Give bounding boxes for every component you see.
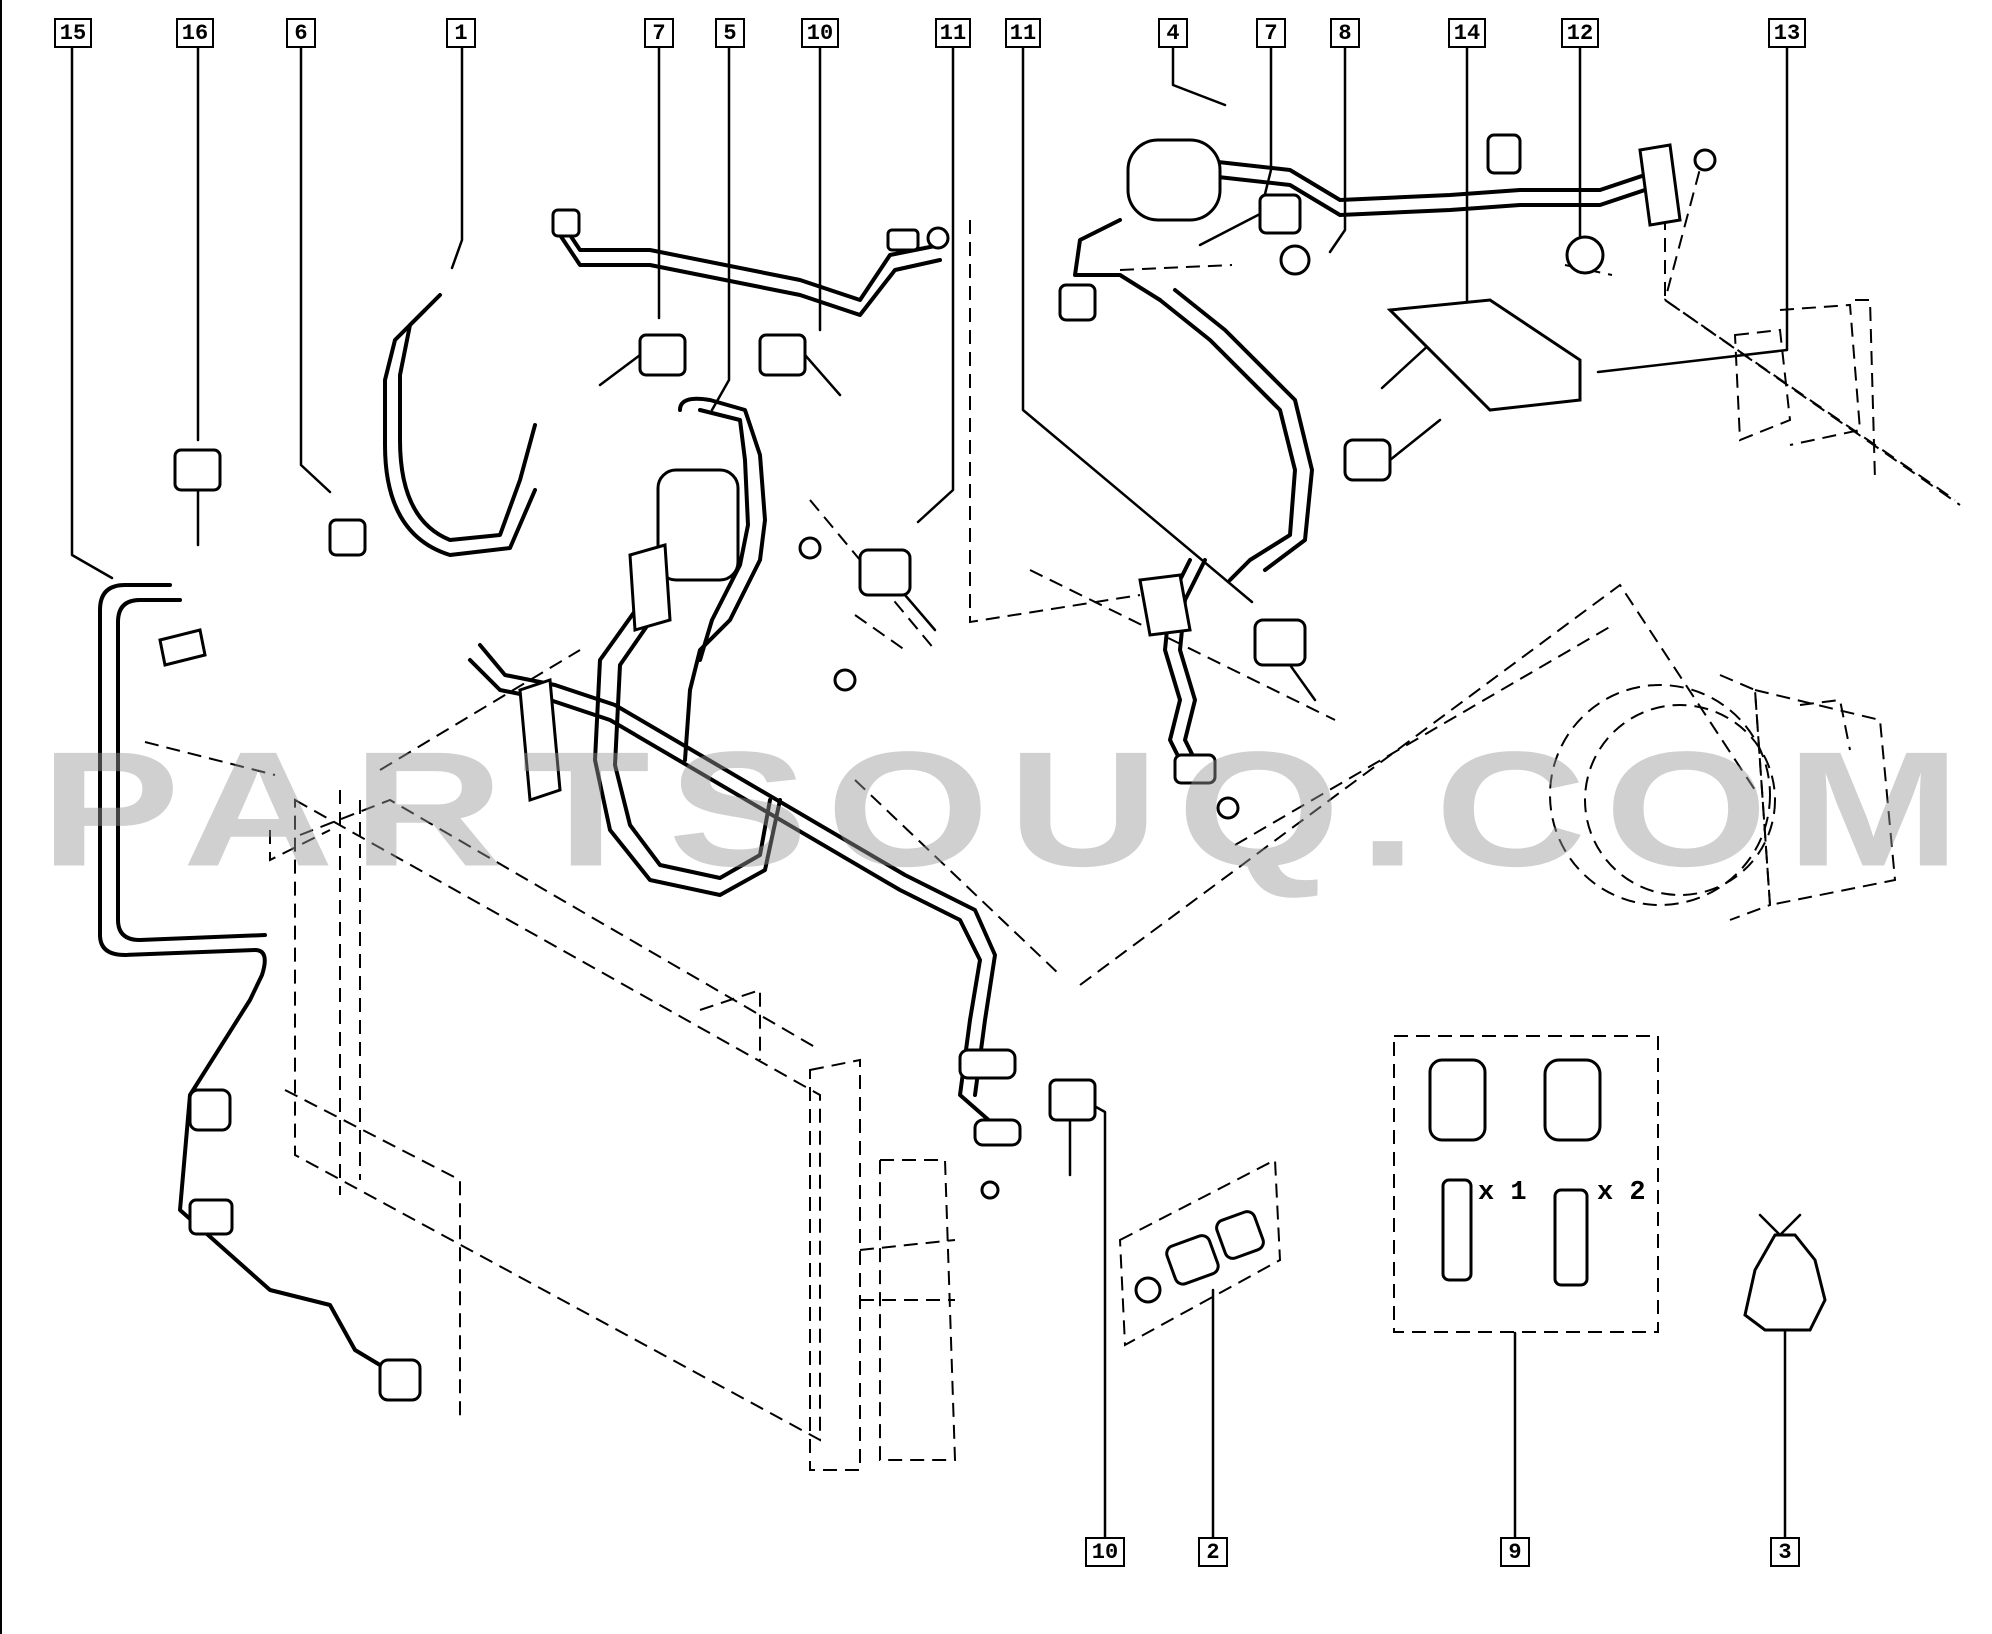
- callout-9[interactable]: 9: [1500, 1537, 1530, 1567]
- callout-14[interactable]: 14: [1448, 18, 1486, 48]
- grease-bag-3: [1743, 1213, 1827, 1332]
- callout-12[interactable]: 12: [1561, 18, 1599, 48]
- compressor-outline: [1549, 299, 1897, 921]
- callout-1[interactable]: 1: [446, 18, 476, 48]
- callout-8[interactable]: 8: [1330, 18, 1360, 48]
- pressure-switch-2: [1118, 1158, 1282, 1347]
- callout-2[interactable]: 2: [1198, 1537, 1228, 1567]
- callout-3[interactable]: 3: [1770, 1537, 1800, 1567]
- callout-11-left[interactable]: 11: [935, 18, 971, 48]
- callout-7-left[interactable]: 7: [644, 18, 674, 48]
- callout-11-right[interactable]: 11: [1005, 18, 1041, 48]
- callout-16[interactable]: 16: [176, 18, 214, 48]
- pipe-1: [383, 208, 942, 557]
- callout-7-right[interactable]: 7: [1256, 18, 1286, 48]
- valve-kit-9: [1393, 1035, 1659, 1333]
- condenser-outline: [269, 790, 957, 1471]
- leader-lines: [70, 46, 1789, 1554]
- callout-10-bottom[interactable]: 10: [1085, 1537, 1125, 1567]
- callout-13[interactable]: 13: [1768, 18, 1806, 48]
- fasteners: [173, 148, 1717, 1200]
- quantity-label-x1: x 1: [1478, 1178, 1527, 1208]
- assembly-guides: [144, 149, 1961, 986]
- quantity-label-x2: x 2: [1597, 1178, 1646, 1208]
- callout-5[interactable]: 5: [715, 18, 745, 48]
- callout-15[interactable]: 15: [54, 18, 92, 48]
- bracket-13: [1386, 298, 1582, 412]
- pipe-11: [1138, 558, 1217, 785]
- callout-4[interactable]: 4: [1158, 18, 1188, 48]
- pipe-15: [98, 583, 422, 1402]
- discharge-pipe: [468, 643, 1022, 1147]
- pipe-5: [593, 396, 782, 897]
- callout-10-top[interactable]: 10: [801, 18, 839, 48]
- pipe-4-hose: [1073, 133, 1682, 582]
- callout-6[interactable]: 6: [286, 18, 316, 48]
